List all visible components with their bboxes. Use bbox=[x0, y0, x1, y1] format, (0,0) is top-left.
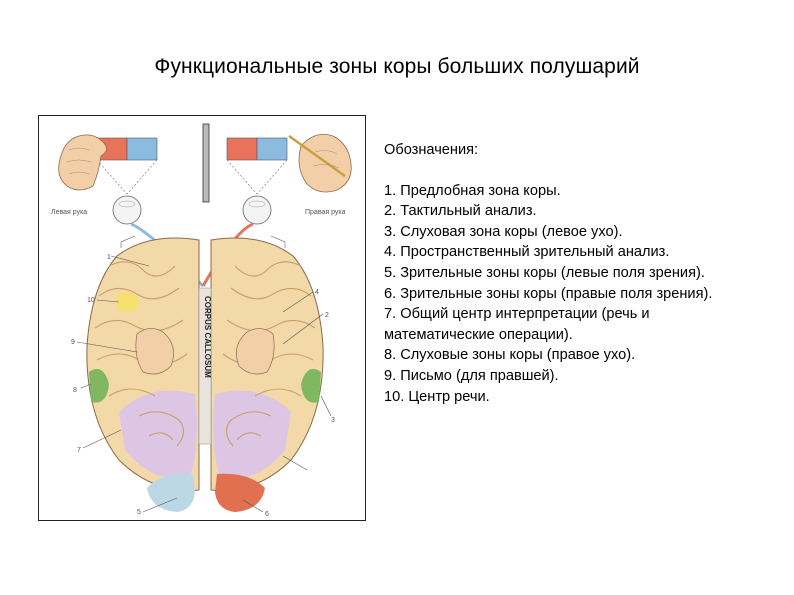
legend-item: 7. Общий центр интерпретации (речь и мат… bbox=[384, 306, 650, 343]
brain-illustration: Левая рука Правая рука bbox=[38, 115, 366, 521]
legend-item: 4. Пространственный зрительный анализ. bbox=[384, 244, 670, 261]
zone-number-4: 4 bbox=[315, 289, 319, 296]
legend-heading: Обозначения: bbox=[384, 142, 479, 158]
sight-lines bbox=[96, 159, 288, 195]
right-field-red-box bbox=[226, 137, 258, 161]
leader-lines bbox=[76, 255, 332, 513]
legend-item: 2. Тактильный анализ. bbox=[384, 203, 537, 220]
visual-zone-left bbox=[147, 473, 195, 512]
legend-item: 3. Слуховая зона коры (левое ухо). bbox=[384, 223, 623, 240]
right-hand-label: Правая рука bbox=[305, 209, 346, 216]
zone-number-8: 8 bbox=[73, 387, 77, 394]
legend-item: 10. Центр речи. bbox=[384, 388, 490, 405]
brain-diagram: Левая рука Правая рука bbox=[51, 123, 352, 518]
visual-zone-right bbox=[215, 473, 265, 512]
zone-number-7: 7 bbox=[77, 447, 81, 454]
zone-number-10: 10 bbox=[87, 297, 95, 304]
legend-item: 9. Письмо (для правшей). bbox=[384, 367, 559, 384]
corpus-callosum-strip bbox=[198, 287, 212, 445]
left-tactile-hand-icon bbox=[135, 328, 174, 375]
zone-number-5: 5 bbox=[137, 509, 141, 516]
corpus-callosum-label: CORPUS CALLOSUM bbox=[203, 296, 212, 378]
zone-number-2: 2 bbox=[325, 312, 329, 319]
legend-item: 6. Зрительные зоны коры (правые поля зре… bbox=[384, 285, 713, 302]
left-field-blue-box bbox=[126, 137, 158, 161]
zone-number-1: 1 bbox=[107, 254, 111, 261]
legend-item: 1. Предлобная зона коры. bbox=[384, 182, 561, 199]
left-hand-label: Левая рука bbox=[51, 209, 87, 216]
right-tactile-hand-icon bbox=[236, 328, 275, 375]
zone-number-9: 9 bbox=[71, 339, 75, 346]
pencil-icon bbox=[288, 134, 346, 178]
zone-number-3: 3 bbox=[331, 417, 335, 424]
right-field-blue-box bbox=[256, 137, 288, 161]
legend: Обозначения: 1. Предлобная зона коры. 2.… bbox=[384, 140, 764, 407]
eyes bbox=[112, 195, 272, 225]
interpretation-zone-right bbox=[213, 390, 291, 481]
interpretation-zone-left bbox=[119, 390, 197, 481]
left-hand-illustration bbox=[58, 134, 107, 191]
zone-number-6: 6 bbox=[265, 511, 269, 518]
divider-bar bbox=[202, 123, 210, 203]
speech-zone bbox=[115, 292, 139, 312]
legend-item: 8. Слуховые зоны коры (правое ухо). bbox=[384, 347, 636, 364]
auditory-zone-right bbox=[301, 368, 321, 403]
legend-list: 1. Предлобная зона коры. 2. Тактильный а… bbox=[384, 181, 764, 408]
auditory-zone-left bbox=[89, 368, 109, 403]
legend-item: 5. Зрительные зоны коры (левые поля зрен… bbox=[384, 264, 705, 281]
page-title: Функциональные зоны коры больших полушар… bbox=[154, 55, 640, 78]
